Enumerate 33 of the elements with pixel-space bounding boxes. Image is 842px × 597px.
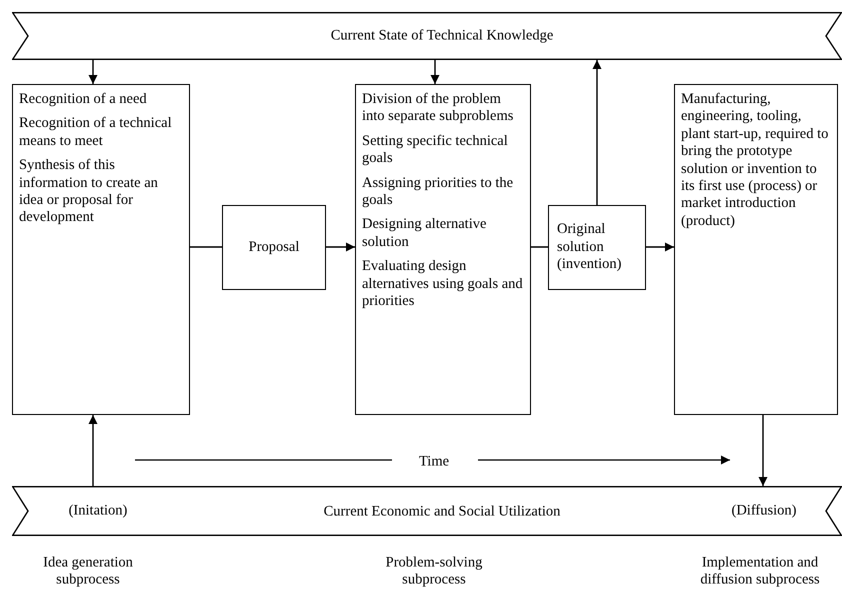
box-text: Manufacturing, engineering, tooling, plant start-up, required to bring the prototype solution or invention to its first use (process) or market introduction (product) xyxy=(681,91,830,230)
arrow xyxy=(88,415,98,486)
band-label: (Initation) xyxy=(68,502,128,520)
box-text: Synthesis of this information to create an idea or proposal for development xyxy=(19,157,159,227)
arrow xyxy=(758,415,768,486)
box-text: Assigning priorities to the goals xyxy=(362,174,514,210)
arrow xyxy=(592,60,602,205)
connector-line xyxy=(531,246,548,248)
caption-text: Idea generation subprocess xyxy=(42,554,134,590)
caption-text: Problem-solving subprocess xyxy=(384,554,484,590)
arrow xyxy=(326,242,355,252)
box-text: Designing alternative solution xyxy=(362,216,488,252)
process-box xyxy=(674,84,838,415)
output-box xyxy=(222,205,326,290)
output-box xyxy=(548,205,646,290)
arrow xyxy=(88,60,98,84)
process-box xyxy=(355,84,531,415)
band-label: Current Economic and Social Utilization xyxy=(324,503,560,521)
arrow xyxy=(646,242,674,252)
box-text: Recognition of a need xyxy=(19,91,148,108)
connector-line xyxy=(190,246,222,248)
axis-label: Time xyxy=(418,453,450,471)
process-box xyxy=(12,84,190,415)
box-text: Division of the problem into separate subproblems xyxy=(362,91,514,126)
arrow xyxy=(430,60,440,84)
box-text: Evaluating design alternatives using goals and priorities xyxy=(362,258,524,310)
box-text: Setting specific technical goals xyxy=(362,132,509,168)
band-label: Current State of Technical Knowledge xyxy=(330,27,554,45)
box-text: Original solution (invention) xyxy=(557,221,622,274)
box-text: Proposal xyxy=(248,238,300,256)
caption-text: Implementation and diffusion subprocess xyxy=(699,554,821,590)
band-label: (Diffusion) xyxy=(732,502,796,520)
box-text: Recognition of a technical means to meet xyxy=(19,115,173,150)
